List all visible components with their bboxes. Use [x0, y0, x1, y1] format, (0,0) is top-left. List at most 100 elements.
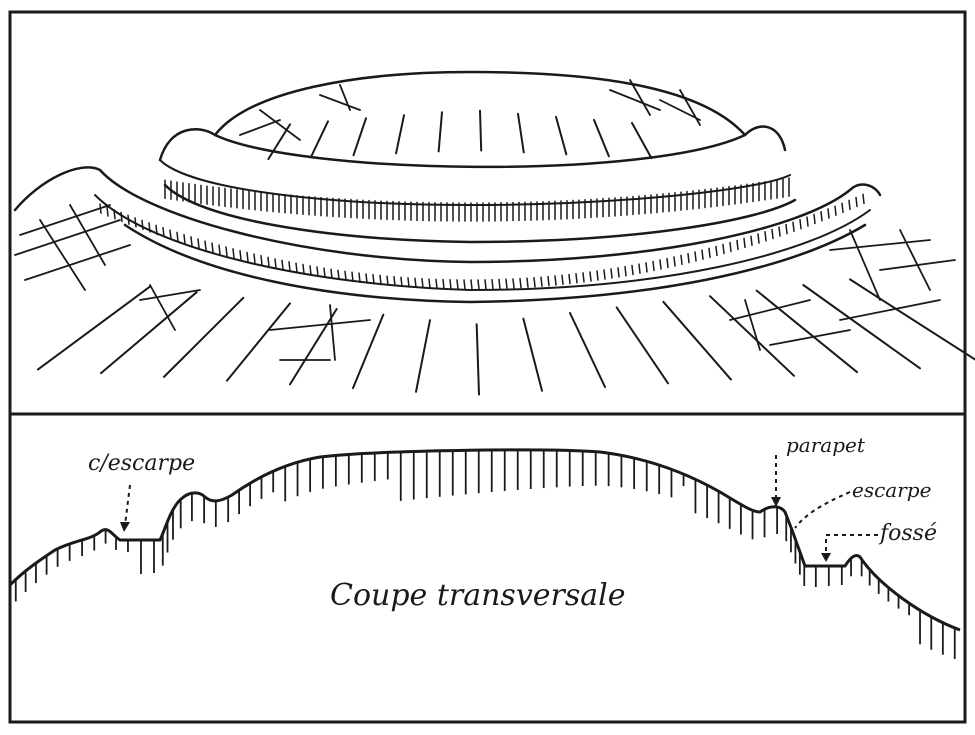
rampart-tick: [610, 268, 613, 279]
rampart-tick: [806, 216, 809, 227]
annotation-arrows: [124, 455, 878, 555]
radial-line: [37, 285, 151, 371]
section-title: Coupe transversale: [330, 578, 626, 613]
rampart-tick: [575, 273, 578, 284]
rampart-tick: [302, 263, 305, 275]
rampart-tick: [134, 217, 137, 228]
rampart-tick: [547, 275, 550, 287]
rampart-tick: [449, 279, 452, 290]
outer-frame: [8, 10, 967, 724]
rampart-tick: [638, 263, 641, 274]
rampart-tick: [631, 264, 634, 276]
rampart-tick: [792, 221, 795, 232]
dome-line: [593, 118, 610, 158]
label-scarp: escarpe: [852, 478, 931, 502]
dome-line: [555, 115, 568, 156]
cross-section: c/escarpe parapet escarpe fossé Coupe tr…: [8, 433, 961, 659]
rampart-tick: [141, 219, 144, 231]
rampart-tick: [456, 279, 459, 290]
rampart-tick: [421, 277, 424, 289]
radial-line: [289, 308, 338, 386]
rampart-tick: [309, 265, 312, 276]
radial-line: [755, 289, 858, 374]
outer-rampart-top: [13, 166, 882, 264]
rampart-tick: [526, 277, 529, 288]
rampart-tick: [127, 214, 130, 225]
rampart-tick: [246, 251, 249, 263]
dome-line: [309, 120, 329, 159]
dome-line: [352, 117, 367, 157]
rampart-tick: [764, 231, 767, 242]
rampart-tick: [603, 269, 606, 280]
dome-line: [479, 109, 483, 152]
rampart-tick: [827, 208, 830, 219]
rampart-tick: [218, 244, 221, 255]
rampart-tick: [820, 210, 823, 222]
rampart-tick: [722, 243, 725, 255]
rampart-tick: [813, 213, 816, 225]
rampart-tick: [386, 275, 389, 286]
rampart-tick: [190, 236, 193, 247]
rampart-tick: [750, 235, 753, 247]
radial-line: [226, 302, 291, 382]
rampart-tick: [841, 202, 844, 214]
inner-rampart-top: [158, 125, 787, 169]
rampart-tick: [484, 279, 487, 290]
rampart-tick: [169, 229, 172, 240]
rampart-tick: [428, 278, 431, 289]
rampart-tick: [582, 272, 585, 283]
radial-line: [569, 312, 606, 388]
rampart-tick: [715, 245, 718, 257]
rampart-tick: [106, 206, 109, 217]
radial-line: [615, 306, 669, 385]
radial-line: [475, 323, 480, 396]
rampart-tick: [491, 278, 494, 290]
perspective-view: [13, 70, 975, 396]
rampart-tick: [267, 256, 270, 268]
rampart-texture: [99, 177, 865, 290]
rampart-tick: [120, 211, 123, 223]
rampart-tick: [624, 265, 627, 277]
rampart-tick: [687, 252, 690, 264]
rampart-tick: [757, 233, 760, 244]
rampart-tick: [176, 231, 179, 243]
rampart-tick: [848, 199, 851, 211]
rampart-tick: [414, 277, 417, 289]
rampart-tick: [561, 274, 564, 286]
rampart-tick: [379, 274, 382, 286]
rampart-tick: [288, 261, 291, 272]
ditch-arrow: [825, 534, 878, 555]
radial-line: [415, 319, 431, 393]
profile-hachures: [14, 449, 956, 659]
rampart-tick: [295, 262, 298, 273]
rampart-tick: [260, 255, 263, 266]
rampart-tick: [799, 218, 802, 230]
rampart-tick: [743, 237, 746, 249]
outer-rampart-base: [123, 223, 867, 304]
rampart-tick: [533, 276, 536, 288]
rampart-tick: [659, 259, 662, 270]
rampart-tick: [771, 228, 774, 240]
radial-line: [352, 313, 385, 390]
rampart-tick: [519, 277, 522, 289]
terrain-profile-line: [8, 448, 961, 632]
rampart-tick: [274, 258, 277, 269]
rampart-tick: [344, 270, 347, 282]
rampart-tick: [596, 270, 599, 281]
rampart-tick: [708, 247, 711, 259]
rampart-tick: [316, 266, 319, 277]
radial-line: [849, 278, 975, 361]
rampart-tick: [855, 196, 858, 208]
rampart-tick: [351, 271, 354, 283]
rampart-tick: [862, 193, 865, 205]
rampart-tick: [652, 260, 655, 272]
rampart-tick: [183, 233, 186, 245]
arrowheads: [120, 497, 831, 562]
rampart-tick: [505, 278, 508, 290]
radial-line: [163, 296, 245, 378]
rampart-tick: [778, 226, 781, 237]
counterscarp-arrow: [124, 484, 131, 526]
rampart-tick: [701, 249, 704, 260]
rampart-tick: [148, 222, 151, 233]
